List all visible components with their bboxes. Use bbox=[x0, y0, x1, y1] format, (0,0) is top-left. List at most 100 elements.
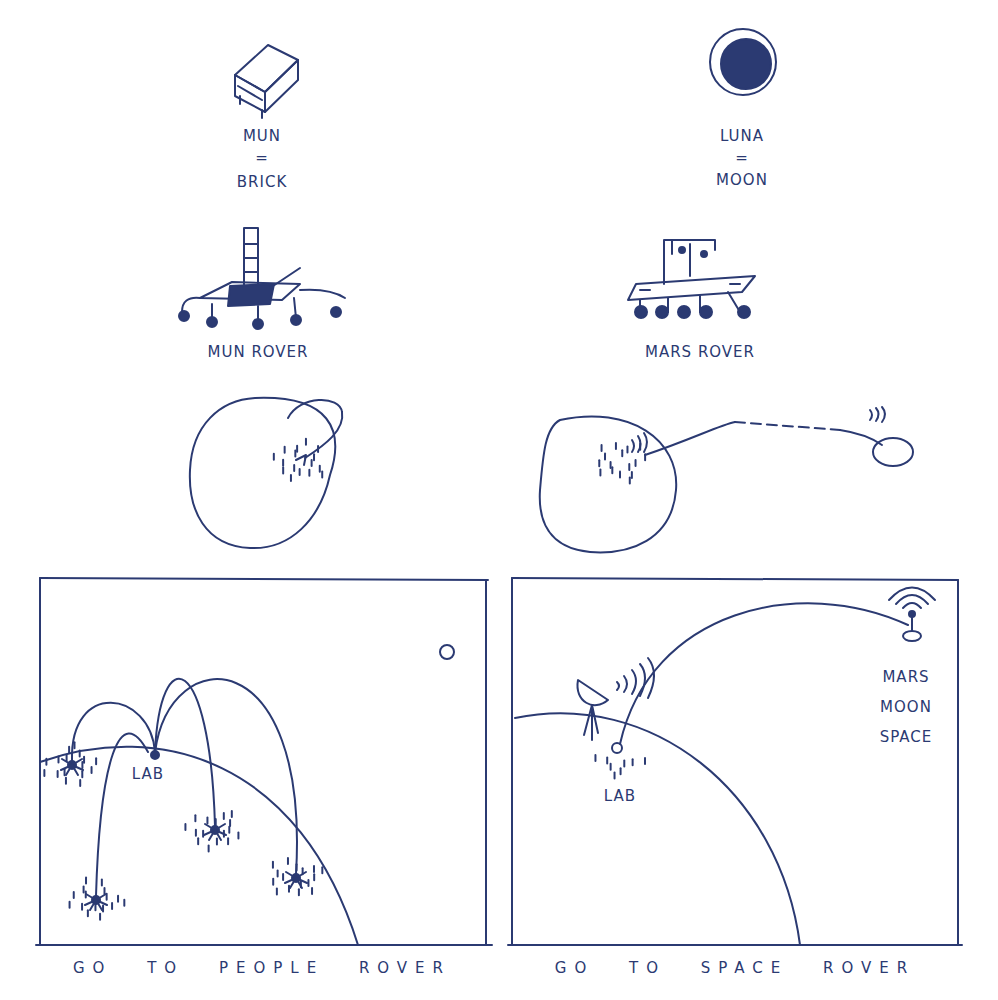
hatch-mark bbox=[282, 467, 284, 473]
rover-leg bbox=[62, 759, 72, 765]
rover-leg bbox=[96, 894, 106, 900]
sketch-label: MUN ROVER bbox=[207, 342, 308, 362]
hatch-mark bbox=[215, 819, 217, 825]
hatch-mark bbox=[237, 832, 239, 838]
hatch-mark bbox=[614, 772, 616, 778]
hatch-mark bbox=[197, 838, 199, 844]
hatch-mark bbox=[290, 475, 292, 481]
hatch-mark bbox=[68, 747, 70, 753]
moon-icon bbox=[710, 29, 776, 95]
hatch-mark bbox=[313, 454, 315, 460]
hatch-mark bbox=[631, 472, 633, 478]
mars-orbit-sketch bbox=[540, 407, 913, 552]
space-rover-panel bbox=[508, 578, 962, 945]
hatch-mark bbox=[272, 879, 274, 885]
rover-leg bbox=[72, 765, 78, 775]
hatch-mark bbox=[594, 755, 596, 761]
hatch-mark bbox=[227, 838, 229, 844]
rover-leg bbox=[290, 878, 296, 888]
hatch-mark bbox=[111, 903, 113, 909]
hatch-mark bbox=[610, 764, 612, 770]
mun-orbit-sketch bbox=[190, 398, 342, 548]
hatch-mark bbox=[103, 888, 105, 894]
hatch-mark bbox=[216, 839, 218, 845]
sketch-label: MARS ROVER bbox=[645, 342, 755, 362]
hatch-mark bbox=[639, 444, 641, 450]
hatch-mark bbox=[276, 888, 278, 894]
mars-rover-icon bbox=[628, 240, 755, 318]
hatch-mark bbox=[311, 460, 313, 466]
hatch-mark bbox=[644, 758, 646, 764]
brick-icon bbox=[235, 45, 298, 118]
hatch-mark bbox=[65, 778, 67, 784]
hatch-mark bbox=[321, 867, 323, 873]
hatch-mark bbox=[223, 813, 225, 819]
hatch-mark bbox=[57, 771, 59, 777]
hatch-mark bbox=[611, 467, 613, 473]
hatch-mark bbox=[284, 447, 286, 453]
sketch-label: BRICK bbox=[237, 172, 287, 192]
hatch-mark bbox=[321, 471, 323, 477]
sketch-label: LAB bbox=[132, 764, 164, 784]
sketch-label: = bbox=[255, 148, 269, 168]
rover-leg bbox=[96, 900, 102, 910]
hatch-mark bbox=[299, 469, 301, 475]
hatch-mark bbox=[81, 904, 83, 910]
hatch-mark bbox=[635, 460, 637, 466]
hatch-mark bbox=[79, 780, 81, 786]
hatch-mark bbox=[606, 757, 608, 763]
hatch-mark bbox=[79, 751, 81, 757]
hatch-mark bbox=[83, 887, 85, 893]
hatch-mark bbox=[95, 758, 97, 764]
hatch-mark bbox=[194, 815, 196, 821]
hatch-mark bbox=[229, 820, 231, 826]
sketch-label: LAB bbox=[604, 786, 636, 806]
hatch-mark bbox=[73, 892, 75, 898]
hatch-mark bbox=[313, 874, 315, 880]
hatch-mark bbox=[620, 768, 622, 774]
hatch-mark bbox=[228, 827, 230, 833]
hatch-mark bbox=[319, 466, 321, 472]
sketch-label: MUN bbox=[243, 126, 281, 146]
hatch-mark bbox=[184, 824, 186, 830]
hatch-mark bbox=[296, 446, 298, 452]
hatch-mark bbox=[626, 447, 628, 453]
sketch-label: = bbox=[735, 148, 749, 168]
hatch-mark bbox=[73, 742, 75, 748]
hatch-mark bbox=[99, 914, 101, 920]
hatch-mark bbox=[66, 755, 68, 761]
hatch-mark bbox=[598, 460, 600, 466]
hatch-mark bbox=[195, 830, 197, 836]
hatch-mark bbox=[69, 902, 71, 908]
sketch-label: MARS MOON SPACE bbox=[870, 662, 942, 752]
hatch-mark bbox=[317, 446, 319, 452]
rover-leg bbox=[286, 872, 296, 878]
hatch-mark bbox=[273, 454, 275, 460]
hatch-mark bbox=[644, 454, 646, 460]
panel-caption: GO TO SPACE ROVER bbox=[555, 958, 915, 978]
hatch-mark bbox=[282, 460, 284, 466]
hatch-mark bbox=[604, 454, 606, 460]
hatch-mark bbox=[628, 464, 630, 470]
hatch-mark bbox=[294, 451, 296, 457]
hatch-mark bbox=[599, 469, 601, 475]
hatch-mark bbox=[293, 465, 295, 471]
hatch-mark bbox=[615, 443, 617, 449]
rover-leg bbox=[72, 759, 82, 765]
hatch-mark bbox=[621, 450, 623, 456]
hatch-mark bbox=[305, 439, 307, 445]
hatch-mark bbox=[57, 757, 59, 763]
hatch-mark bbox=[117, 896, 119, 902]
hatch-mark bbox=[296, 864, 298, 870]
sketch-label: MOON bbox=[716, 170, 768, 190]
hatch-mark bbox=[206, 818, 208, 824]
hatch-mark bbox=[87, 910, 89, 916]
hatch-mark bbox=[313, 866, 315, 872]
hatch-mark bbox=[601, 445, 603, 451]
mun-rover-icon bbox=[179, 228, 345, 329]
hatch-mark bbox=[623, 761, 625, 767]
hatch-mark bbox=[231, 811, 233, 817]
rover-leg bbox=[215, 830, 221, 840]
